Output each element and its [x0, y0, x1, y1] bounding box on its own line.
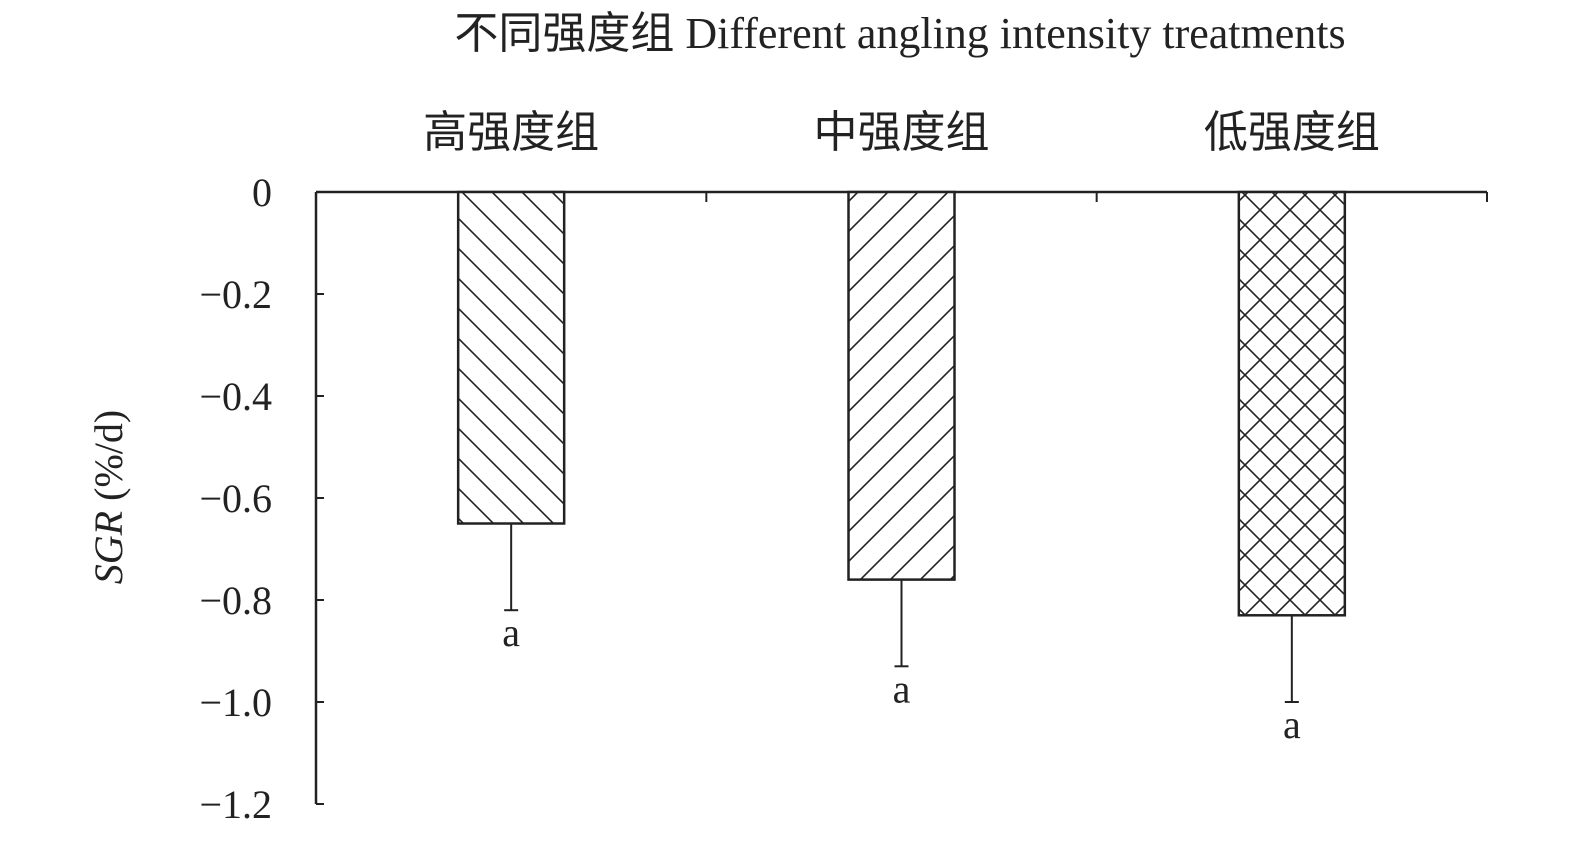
y-tick-label: −1.0	[199, 680, 272, 725]
y-tick-label: −0.6	[199, 476, 272, 521]
category-label: 低强度组	[1204, 108, 1380, 157]
bar	[1237, 190, 1347, 617]
category-label: 高强度组	[423, 108, 599, 157]
y-axis-label-unit: (%/d)	[86, 410, 131, 511]
significance-label: a	[502, 610, 520, 655]
y-axis-label: SGR (%/d)	[86, 410, 131, 584]
bar	[847, 190, 956, 581]
category-label: 中强度组	[814, 108, 990, 157]
y-tick-label: −1.2	[199, 782, 272, 827]
y-tick-label: 0	[252, 170, 272, 215]
chart-title: 不同强度组 Different angling intensity treatm…	[454, 9, 1345, 58]
bar	[456, 190, 566, 525]
y-axis-label-variable: SGR	[86, 511, 131, 584]
significance-label: a	[893, 666, 911, 711]
y-tick-label: −0.4	[199, 374, 272, 419]
y-tick-label: −0.8	[199, 578, 272, 623]
significance-label: a	[1283, 702, 1301, 747]
y-tick-label: −0.2	[199, 272, 272, 317]
